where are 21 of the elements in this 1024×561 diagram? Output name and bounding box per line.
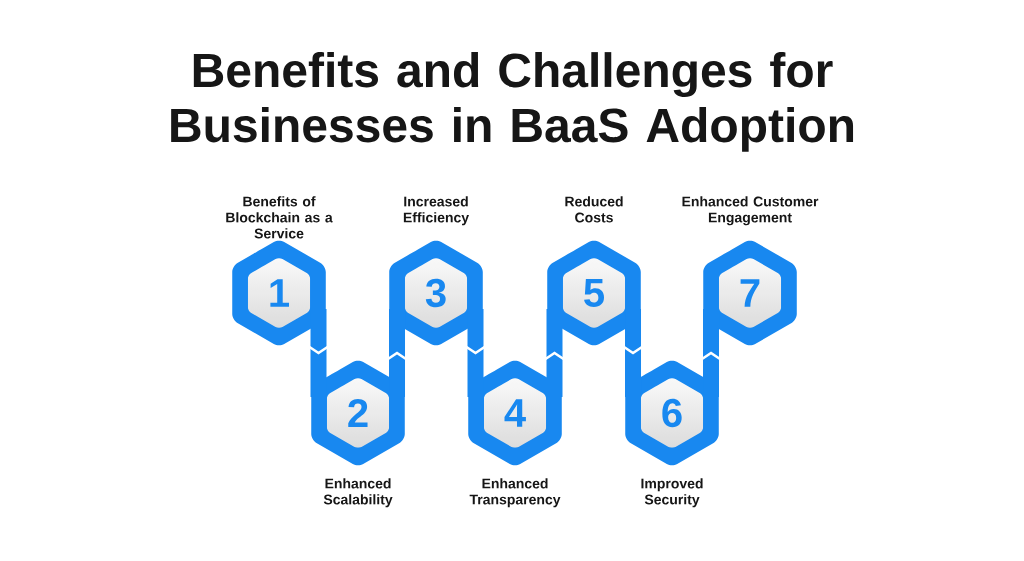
title: Benefits and Challenges for Businesses in BaaS Adoption [171,52,854,152]
connector [623,309,643,397]
connector [701,309,721,397]
step-label: Reduced Costs [565,196,623,223]
connector [465,309,486,397]
step-label: Increased Efficiency [403,196,469,226]
hexagon-badge: 7 [703,240,797,346]
connector [308,309,329,397]
step-label: Enhanced Scalability [323,478,393,508]
hexagon-badge: 3 [389,240,483,346]
hexagon-badge: 2 [311,360,405,466]
connector [387,309,407,397]
hexagon-badge: 4 [468,360,562,466]
hexagon-badge: 1 [232,240,326,346]
hexagon-badge: 5 [547,240,641,346]
step-label: Benefits of Blockchain as a Service [226,196,333,239]
hexagon-badge: 6 [625,360,719,466]
step-label: Enhanced Customer Engagement [682,196,819,226]
step-label: Improved Security [641,478,703,508]
connector [544,309,565,397]
step-label: Enhanced Transparency [469,478,561,508]
